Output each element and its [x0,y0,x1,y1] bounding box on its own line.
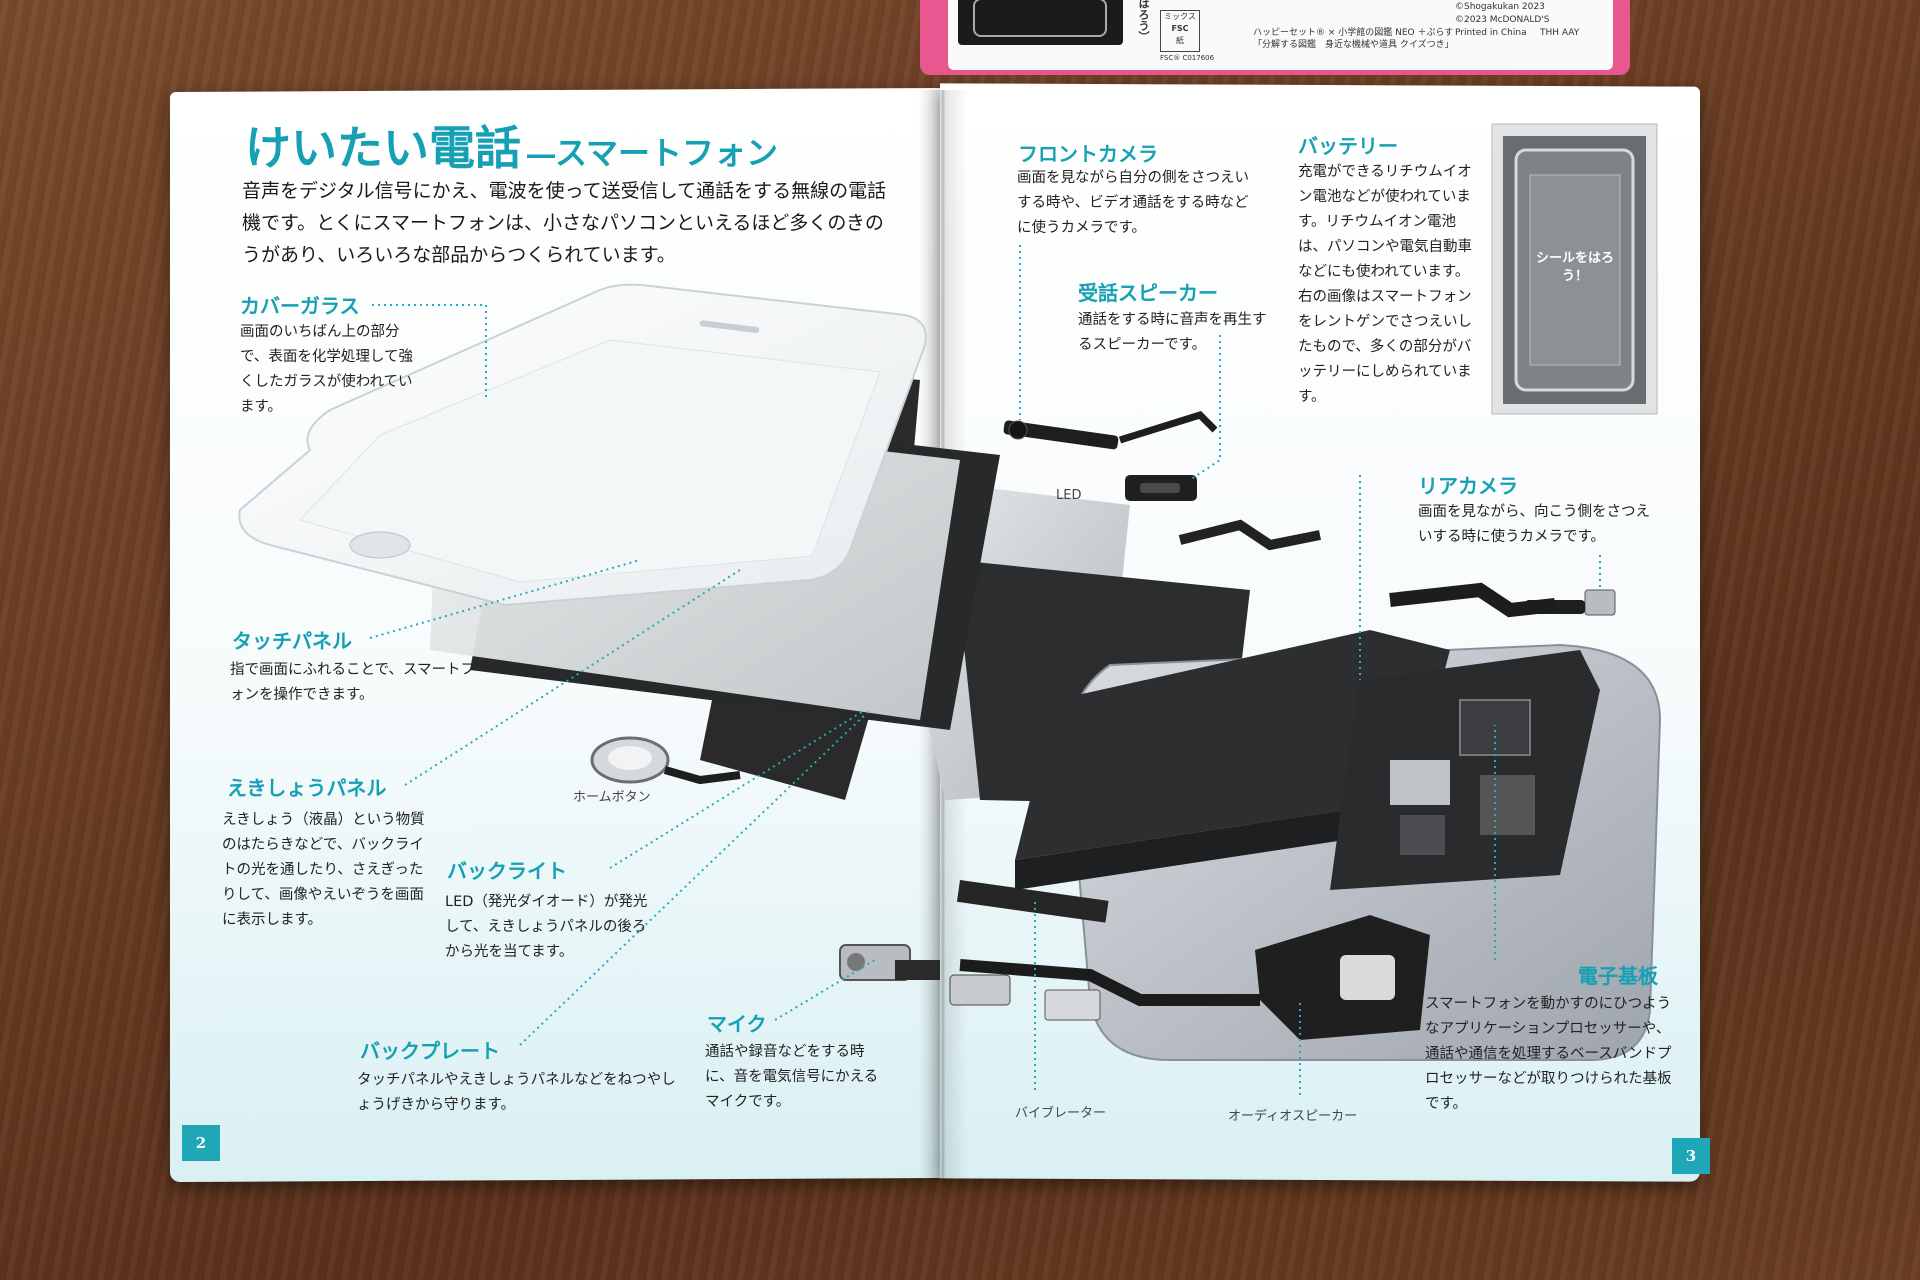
front-camera-part [1003,411,1218,450]
front-camera-body: 画面を見ながら自分の側をさつえいする時や、ビデオ通話をする時などに使うカメラです… [1017,170,1249,236]
card-side-text: はろう） [1137,0,1150,42]
card-line2: 「分解する図鑑 身近な機械や道具 クイズつき」 [1253,40,1454,50]
lcd-panel-body: えきしょう（液晶）という物質のはたらきなどで、バックライトの光を通したり、さえぎ… [222,812,425,928]
battery [1015,630,1450,860]
audio-speaker-part [1255,915,1430,1040]
leader-lines [369,245,1601,1095]
cover-glass-body: 画面のいちばん上の部分で、表面を化学処理して強くしたガラスが使われています。 [240,324,413,415]
led-label: LED [1056,488,1082,503]
card-xray-thumbnail [958,0,1123,45]
lcd-panel-heading: えきしょうパネル [227,776,387,800]
rear-camera-heading: リアカメラ [1418,474,1518,498]
card-codes: THH AAY [1540,28,1580,38]
receiver-body: 通話をする時に音声を再生するスピーカーです。 [1078,312,1267,353]
touch-panel-body: 指で画面にふれることで、スマートフォンを操作できます。 [230,662,476,703]
card-copyright: ©Shogakukan 2023 [1455,2,1545,12]
card-mcd: ©2023 McDONALD'S [1455,15,1550,25]
mic-body: 通話や録音などをする時に、音を電気信号にかえるマイクです。 [705,1044,879,1110]
backplate-body: タッチパネルやえきしょうパネルなどをねつやしょうげきから守ります。 [357,1072,676,1113]
vibrator-label: バイブレーター [1015,1106,1107,1121]
card-printed: Printed in China [1455,28,1527,38]
mic-part [839,944,940,981]
rear-flex-cable [1389,582,1556,618]
front-flex-cable [1178,519,1321,551]
fsc-code: FSC® C017606 [1160,54,1215,62]
xray-sticker-label: シールをはろう！ [1535,251,1614,284]
home-button-hole [349,531,411,559]
home-button-label: ホームボタン [573,790,651,805]
receiver-heading: 受話スピーカー [1078,281,1218,305]
page-number-right: 3 [1672,1138,1710,1174]
xray-sticker-box [1491,123,1658,415]
cover-glass-heading: カバーガラス [240,294,360,318]
front-camera-heading: フロントカメラ [1018,142,1158,166]
card-line1: ハッピーセット® × 小学館の図鑑 NEO ＋ぷらす [1253,28,1454,38]
backlight-heading: バックライト [447,859,567,883]
intro-paragraph: 音声をデジタル信号にかえ、電波を使って送受信して通話をする無線の電話機です。とく… [242,180,887,266]
cover-glass-layer [238,283,927,607]
mic-heading: マイク [707,1012,767,1036]
battery-body: 充電ができるリチウムイオン電池などが使われています。リチウムイオン電池は、パソコ… [1298,164,1472,405]
rear-camera-body: 画面を見ながら、向こう側をさつえいする時に使うカメラです。 [1418,504,1650,545]
battery-heading: バッテリー [1298,134,1398,158]
page-number-left: 2 [182,1125,220,1161]
backlight-body: LED（発光ダイオード）が発光して、えきしょうパネルの後ろから光を当てます。 [445,894,648,960]
backplate-heading: バックプレート [360,1039,500,1063]
home-button-part [590,736,741,785]
logic-board [1330,650,1600,890]
bottom-flex-parts [949,880,1260,1021]
touch-panel-heading: タッチパネル [232,629,352,653]
circuit-board-heading: 電子基板 [1578,964,1658,988]
circuit-board-body: スマートフォンを動かすのにひつようなアプリケーションプロセッサーや、通話や通信を… [1425,996,1672,1112]
audio-speaker-label: オーディオスピーカー [1228,1109,1358,1124]
page-title: けいたい電話―スマートフォン [245,121,779,175]
